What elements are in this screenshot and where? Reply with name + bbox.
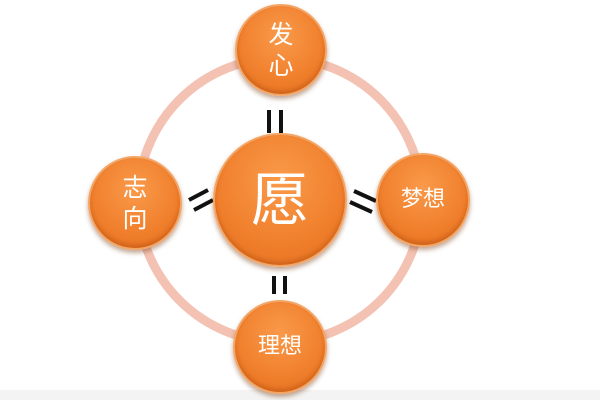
equals-left [188,188,214,212]
equals-right [349,189,377,214]
center-node: 愿 [213,133,347,267]
node-right: 梦想 [376,153,470,247]
node-bottom-label: 理想 [257,334,302,360]
connectors [188,110,377,294]
node-bottom: 理想 [233,300,327,394]
center-label: 愿 [250,165,309,234]
node-top: 发心 [235,4,327,96]
node-left: 志向 [88,156,182,250]
bottom-shade [0,390,600,400]
equals-top [267,110,283,133]
node-right-label: 梦想 [400,187,445,213]
equals-bottom [272,276,287,294]
node-top-label: 发心 [268,19,294,80]
node-left-label: 志向 [122,172,148,233]
